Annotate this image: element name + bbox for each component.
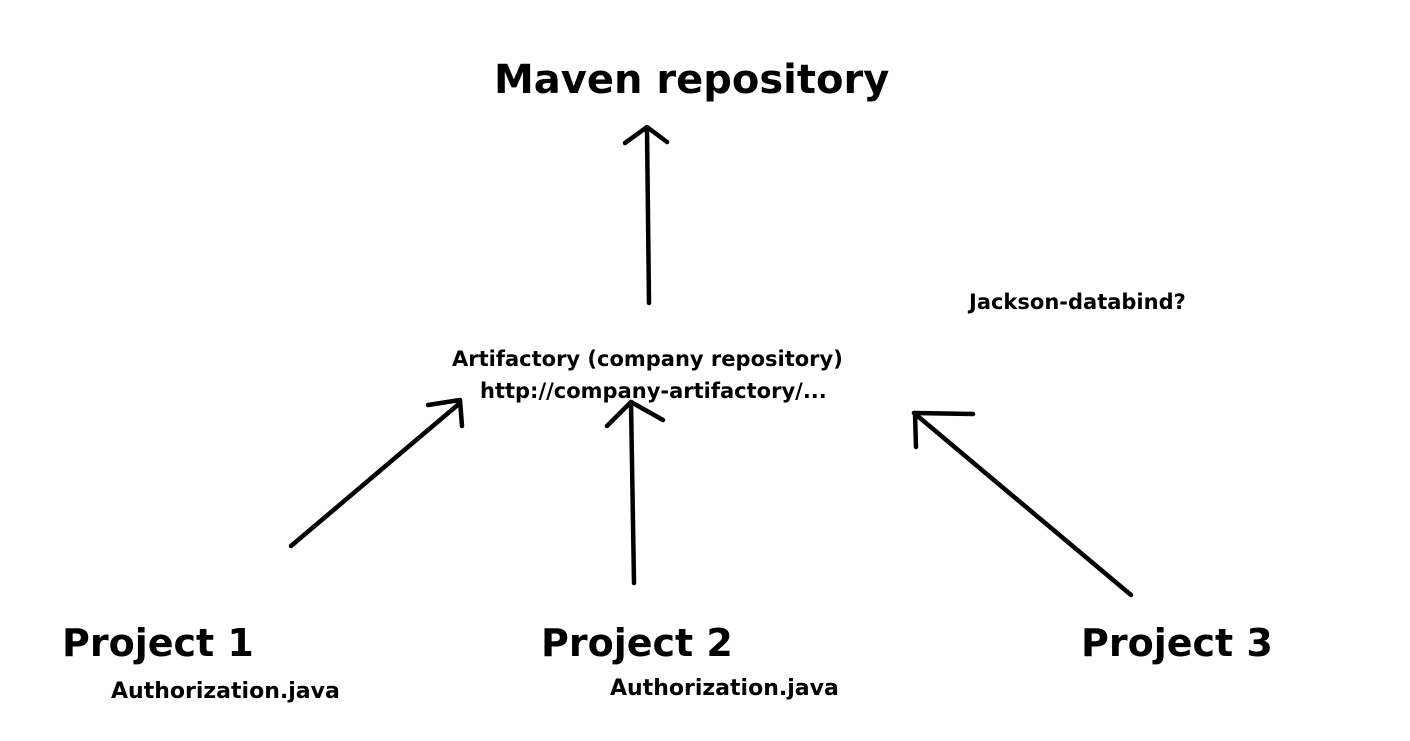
artifactory-url: http://company-artifactory/... (480, 379, 827, 403)
jackson-databind-question: Jackson-databind? (969, 290, 1186, 314)
project-1-file: Authorization.java (111, 679, 340, 704)
arrow-project2-to-artifactory-head (604, 399, 666, 429)
maven-repository-title: Maven repository (494, 57, 890, 103)
arrow-project3-to-artifactory (911, 410, 1134, 598)
project-2-label: Project 2 (541, 621, 733, 665)
arrow-project1-to-artifactory-head (425, 397, 465, 429)
arrow-artifactory-to-maven (644, 127, 652, 306)
arrow-project1-to-artifactory (288, 400, 463, 549)
project-2-file: Authorization.java (610, 676, 839, 701)
arrow-project2-to-artifactory (628, 399, 637, 586)
artifactory-name: Artifactory (company repository) (452, 347, 843, 371)
project-3-label: Project 3 (1081, 621, 1273, 665)
arrow-artifactory-to-maven-head (622, 124, 670, 146)
project-1-label: Project 1 (62, 621, 254, 665)
arrow-project3-to-artifactory-head (912, 410, 976, 450)
